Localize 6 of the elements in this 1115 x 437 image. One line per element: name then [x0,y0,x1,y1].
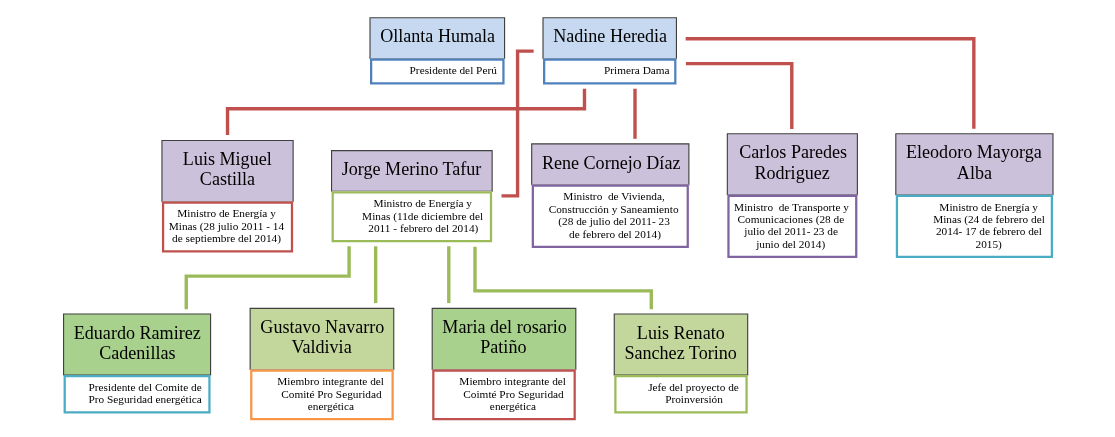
connector [446,246,450,304]
connector [685,37,976,129]
connector [184,246,351,310]
connector [373,246,377,304]
connector [685,61,793,129]
connector [632,88,637,139]
